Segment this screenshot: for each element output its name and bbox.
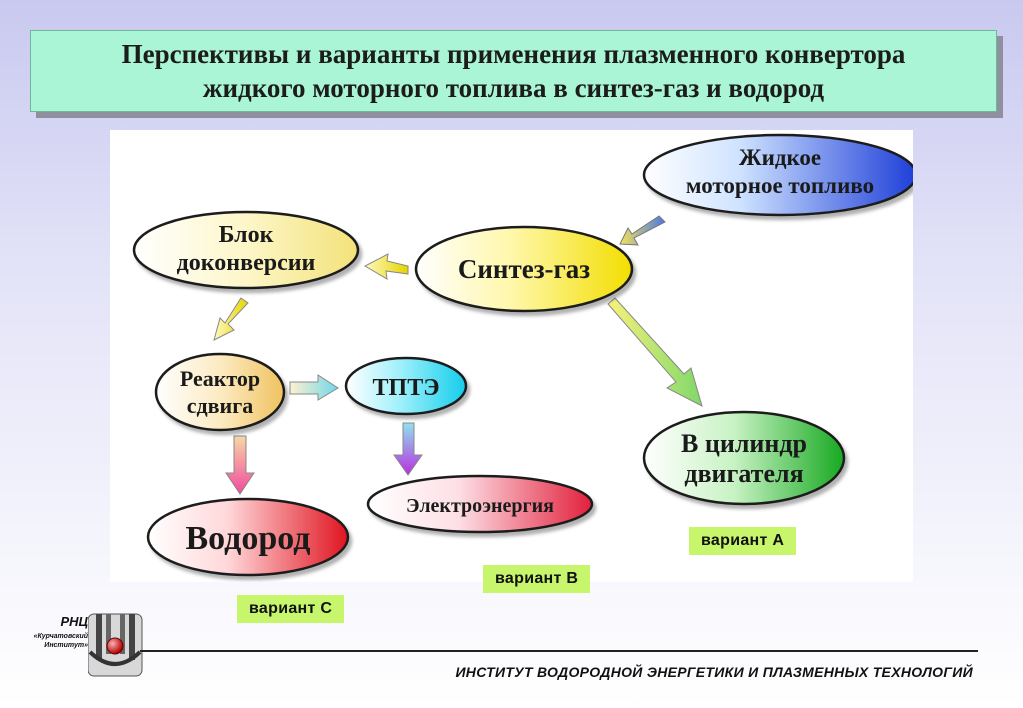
- node-fuel-line-2: моторное топливо: [686, 173, 874, 198]
- title-line-1: Перспективы и варианты применения плазме…: [121, 39, 906, 69]
- arrow-syngas-to-cylinder: [607, 297, 703, 407]
- node-block-line-1: Блок: [219, 222, 274, 248]
- node-cylinder-line-2: двигателя: [684, 459, 803, 488]
- atom-emblem-icon: [88, 613, 143, 677]
- node-cylinder-line-1: В цилиндр: [681, 429, 807, 458]
- node-hydrogen-label: Водород: [185, 520, 310, 557]
- variant-c-badge: вариант С: [237, 595, 345, 623]
- node-tpte-label: ТПТЭ: [373, 375, 440, 401]
- node-fuel: Жидкое моторное топливо: [642, 133, 913, 217]
- variant-b-badge: вариант В: [483, 565, 591, 593]
- logo-subtitle-line-2: Институт»: [44, 642, 88, 649]
- node-electric-label: Электроэнергия: [406, 495, 554, 517]
- logo-subtitle: «Курчатовский Институт»: [18, 632, 88, 650]
- node-block: Блок доконверсии: [132, 210, 360, 290]
- node-syngas: Синтез-газ: [414, 225, 634, 313]
- node-hydrogen: Водород: [146, 497, 350, 577]
- node-fuel-line-1: Жидкое: [739, 145, 821, 170]
- diagram-canvas: Жидкое моторное топливо Синтез-газ Блок …: [110, 130, 913, 582]
- node-tpte: ТПТЭ: [344, 356, 468, 416]
- title-banner: Перспективы и варианты применения плазме…: [30, 30, 997, 112]
- arrow-tpte-to-electric: [393, 422, 423, 476]
- flow-diagram: Жидкое моторное топливо Синтез-газ Блок …: [132, 133, 913, 577]
- logo-subtitle-line-1: «Курчатовский: [33, 633, 88, 640]
- arrow-block-to-shift: [213, 297, 249, 341]
- node-cylinder: В цилиндр двигателя: [642, 410, 846, 506]
- node-shift: Реактор сдвига: [154, 352, 286, 432]
- title-line-2: жидкого моторного топлива в синтез-газ и…: [202, 73, 825, 103]
- kurchatov-logo: РНЦ «Курчатовский Институт»: [18, 612, 148, 682]
- node-electric: Электроэнергия: [366, 474, 594, 534]
- node-shift-line-2: сдвига: [187, 393, 253, 418]
- node-block-line-2: доконверсии: [177, 250, 316, 276]
- flow-arrows: [213, 215, 703, 495]
- node-shift-line-1: Реактор: [180, 366, 260, 391]
- footer-divider: [140, 650, 978, 652]
- logo-abbreviation: РНЦ: [60, 614, 88, 629]
- arrow-shift-to-tpte: [289, 374, 339, 401]
- arrow-fuel-to-syngas: [619, 215, 666, 246]
- arrow-shift-to-hydrogen: [225, 435, 255, 495]
- node-syngas-label: Синтез-газ: [458, 254, 590, 284]
- institute-name: ИНСТИТУТ ВОДОРОДНОЙ ЭНЕРГЕТИКИ И ПЛАЗМЕН…: [455, 664, 973, 680]
- variant-a-badge: вариант А: [689, 527, 797, 555]
- arrow-syngas-to-block: [363, 253, 409, 280]
